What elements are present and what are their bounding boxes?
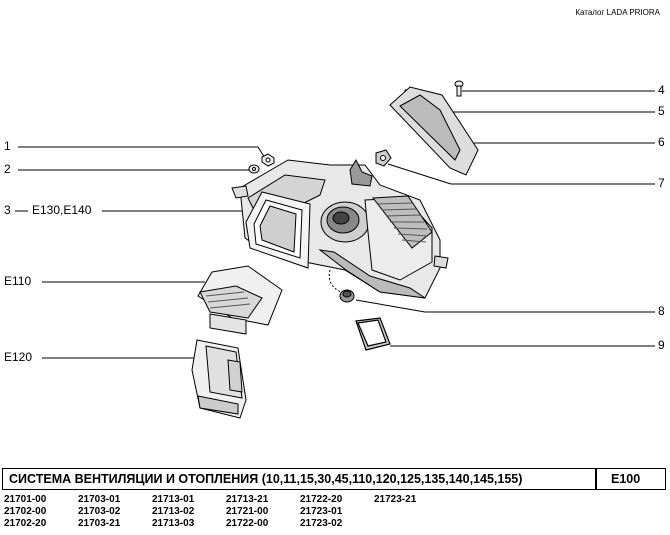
callout-e120: E120: [4, 350, 33, 364]
callout-8: 8: [658, 304, 665, 318]
model-code: 21713-02: [152, 506, 195, 517]
title-box: СИСТЕМА ВЕНТИЛЯЦИИ И ОТОПЛЕНИЯ (10,11,15…: [2, 468, 666, 490]
model-code: 21703-21: [78, 518, 121, 529]
cover-part-6: [389, 86, 479, 176]
model-code: 21721-00: [226, 506, 269, 517]
model-code: 21703-01: [78, 494, 121, 505]
model-code: 21713-01: [152, 494, 195, 505]
callout-5: 5: [658, 104, 665, 118]
callout-9: 9: [658, 338, 665, 352]
duct-part-e120: [191, 339, 247, 419]
heater-housing: [231, 158, 449, 299]
model-code: 21702-00: [4, 506, 47, 517]
callout-4: 4: [658, 83, 665, 97]
model-code: 21702-20: [4, 518, 47, 529]
leader-line-8: [355, 299, 426, 313]
duct-part-e110: [197, 265, 283, 335]
callout-e110: E110: [4, 274, 32, 288]
nut-part-1: [261, 153, 275, 167]
filter-pad-part-9: [355, 317, 391, 351]
model-code: 21722-20: [300, 494, 343, 505]
section-title: СИСТЕМА ВЕНТИЛЯЦИИ И ОТОПЛЕНИЯ (10,11,15…: [9, 472, 523, 486]
leader-line-dashed: [328, 269, 344, 294]
callout-7: 7: [658, 176, 665, 190]
callout-3-reference: E130,E140: [32, 203, 92, 217]
washer-part-2: [248, 164, 260, 174]
model-code: 21701-00: [4, 494, 47, 505]
callout-1: 1: [4, 139, 11, 153]
callout-6: 6: [658, 135, 665, 149]
model-code: 21703-02: [78, 506, 121, 517]
model-code: 21713-03: [152, 518, 195, 529]
callout-2: 2: [4, 162, 11, 176]
catalog-label: Каталог LADA PRIORA: [575, 8, 660, 17]
title-separator: [595, 469, 597, 489]
callout-3: 3: [4, 203, 11, 217]
screw-part-4: [454, 80, 464, 97]
section-code: E100: [611, 472, 641, 486]
clip-part-7: [375, 149, 392, 167]
model-code: 21723-01: [300, 506, 343, 517]
heater-assembly-diagram: [15, 80, 655, 419]
model-code: 21713-21: [226, 494, 269, 505]
model-code: 21723-21: [374, 494, 417, 505]
model-code: 21723-02: [300, 518, 343, 529]
grommet-part-8: [339, 289, 355, 303]
leader-line-7: [387, 163, 452, 185]
model-code: 21722-00: [226, 518, 269, 529]
